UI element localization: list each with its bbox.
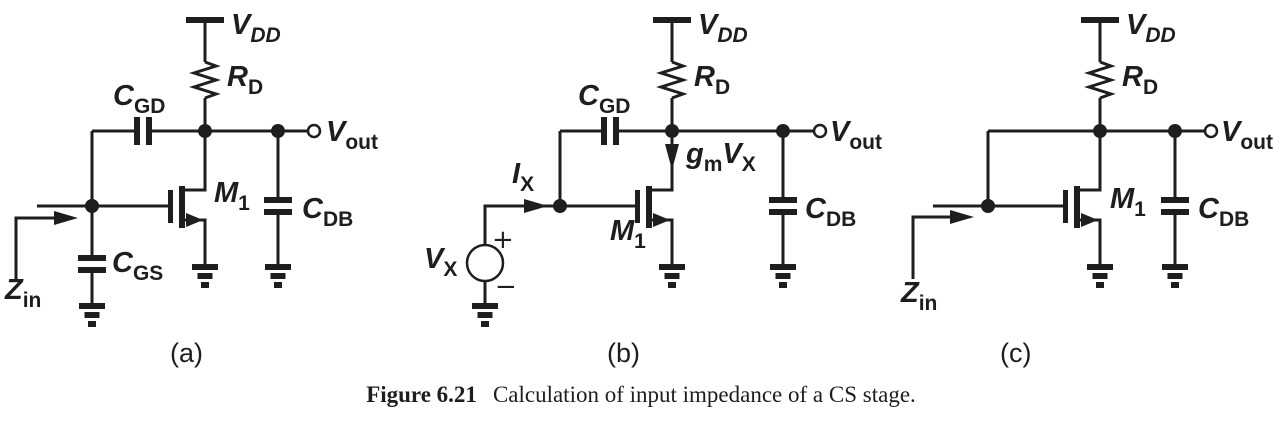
zin-label: Zin [900, 277, 937, 315]
node-dot [553, 199, 567, 213]
resistor-rd [659, 60, 685, 100]
cgs-label: CGS [112, 247, 163, 285]
panel-tag: (a) [170, 338, 203, 368]
panel-tag: (b) [607, 338, 640, 368]
ground-symbol [472, 303, 498, 327]
cdb-label: CDB [302, 193, 353, 231]
zin-arrow [911, 215, 952, 279]
rd-label: RD [1122, 61, 1158, 99]
cgd-label: CGD [578, 80, 630, 118]
circuit-figure: VDD RD CGD Vout M1 CDB CGS Zin (a) VDD [4, 9, 1273, 368]
zin-arrow [14, 216, 56, 282]
vout-terminal [306, 123, 322, 139]
capacitor-cdb [264, 197, 292, 215]
m1-label: M1 [1110, 183, 1146, 221]
minus-sign: − [495, 272, 517, 302]
vdd-rail [186, 17, 224, 23]
ground-symbol [1162, 264, 1188, 288]
ground-symbol [265, 264, 291, 288]
vdd-label: VDD [698, 9, 748, 47]
vdd-label: VDD [1126, 9, 1176, 47]
node-dot [198, 124, 212, 138]
gate-wire [483, 204, 635, 245]
node-dot [981, 199, 995, 213]
zin-arrowhead [54, 211, 78, 225]
panel-tag: (c) [1000, 338, 1031, 368]
resistor-rd [192, 60, 218, 100]
vout-terminal [812, 123, 828, 139]
ground-symbol [770, 264, 796, 288]
figure-caption: Figure 6.21 Calculation of input impedanc… [0, 382, 1282, 408]
node-dot [1093, 124, 1107, 138]
ground-symbol [79, 303, 105, 327]
resistor-rd [1087, 60, 1113, 100]
m1-label: M1 [214, 177, 250, 215]
transistor-m1 [168, 131, 218, 288]
gm-current-arrow [665, 144, 679, 170]
plus-sign: + [492, 225, 514, 255]
transistor-m1 [1063, 131, 1113, 288]
vout-terminal [1203, 123, 1219, 139]
cdb-label: CDB [805, 193, 856, 231]
rd-label: RD [694, 61, 730, 99]
m1-label: M1 [610, 215, 646, 253]
capacitor-cdb [769, 197, 797, 215]
panel-a: VDD RD CGD Vout M1 CDB CGS Zin (a) [4, 9, 378, 368]
vdd-rail [1081, 17, 1119, 23]
vout-label: Vout [830, 116, 882, 154]
caption-text: Calculation of input impedance of a CS s… [492, 382, 916, 407]
vout-label: Vout [326, 116, 378, 154]
vout-label: Vout [1221, 116, 1273, 154]
ix-arrowhead [524, 199, 548, 213]
capacitor-cgd [134, 117, 152, 145]
capacitor-cgd [601, 117, 619, 145]
rd-label: RD [227, 61, 263, 99]
cdb-label: CDB [1198, 193, 1249, 231]
gmvx-label: gmVX [685, 138, 756, 176]
vdd-label: VDD [231, 9, 281, 47]
ix-label: IX [512, 158, 534, 196]
capacitor-cdb [1161, 197, 1189, 215]
vx-label: VX [424, 243, 457, 281]
cgd-label: CGD [113, 80, 165, 118]
zin-arrowhead [950, 210, 974, 224]
zin-label: Zin [4, 274, 41, 312]
panel-c: VDD RD Vout M1 CDB Zin (c) [900, 9, 1273, 368]
node-dot [665, 124, 679, 138]
capacitor-cgs [78, 255, 106, 273]
figure-number: Figure 6.21 [366, 382, 477, 407]
transistor-m1 [635, 131, 685, 288]
panel-b: VDD RD CGD IX gmVX M1 Vout CDB VX + − (b… [424, 9, 882, 368]
vdd-rail [653, 17, 691, 23]
